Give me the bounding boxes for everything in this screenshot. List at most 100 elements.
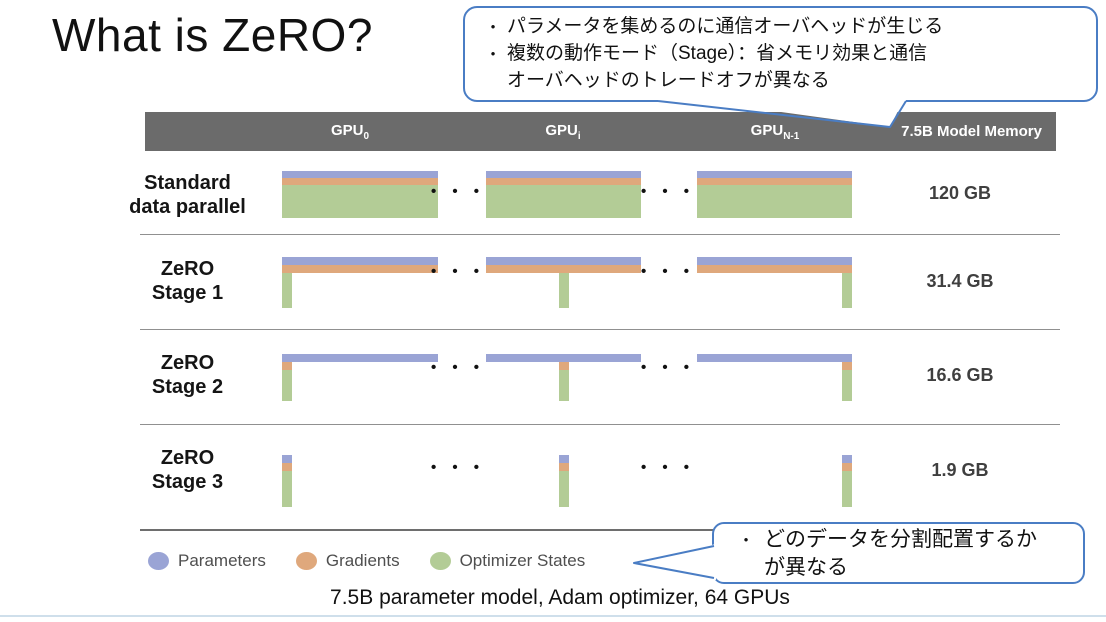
parameters-segment	[697, 354, 852, 362]
ellipsis: • • •	[640, 359, 696, 376]
callout-top-line-2: 複数の動作モード（Stage）：省メモリ効果と通信	[507, 43, 928, 64]
optimizer-states-segment	[697, 185, 852, 218]
row-separator	[140, 329, 1060, 330]
optimizer-states-segment	[282, 185, 438, 218]
gpu0-column-header: GPU0	[330, 122, 370, 142]
gradients-segment	[282, 265, 438, 273]
gradients-segment	[486, 265, 641, 273]
callout-top-line-3: オーバヘッドのトレードオフが異なる	[507, 70, 830, 91]
callout-bottom-line-1: どのデータを分割配置するか	[764, 528, 1037, 551]
gradients-segment	[558, 463, 569, 471]
table-bottom-separator	[140, 529, 1060, 531]
memory-bar-gpui	[486, 257, 641, 308]
memory-bar-gpun	[697, 354, 852, 402]
ellipsis: • • •	[640, 263, 696, 280]
row-separator	[140, 234, 1060, 235]
bullet-icon: •	[490, 19, 496, 34]
gradients-swatch-icon	[295, 552, 317, 570]
optimizer-states-segment	[282, 471, 292, 507]
optimizer-states-segment	[558, 273, 569, 308]
callout-bullet-2: • 複数の動作モード（Stage）：省メモリ効果と通信 オーバヘッドのトレードオ…	[479, 40, 1086, 94]
legend-label: Gradients	[325, 551, 400, 570]
row-separator	[140, 424, 1060, 425]
memory-column-header: 7.5B Model Memory	[901, 123, 1042, 140]
memory-bar-gpu0	[282, 354, 438, 402]
optimizer-states-segment	[558, 471, 569, 507]
bottom-divider	[0, 615, 1106, 617]
callout-bullet-1: • パラメータを集めるのに通信オーバヘッドが生じる	[479, 13, 1086, 40]
optimizer-states-segment	[558, 370, 569, 401]
parameters-segment	[282, 257, 438, 265]
memory-bar-gpun	[697, 257, 852, 308]
memory-value: 16.6 GB	[926, 365, 994, 385]
callout-communication-overhead: • パラメータを集めるのに通信オーバヘッドが生じる • 複数の動作モード（Sta…	[463, 6, 1098, 102]
gpui-column-header: GPUi	[545, 122, 581, 142]
optimizer-states-segment	[842, 370, 852, 401]
gradients-segment	[558, 362, 569, 370]
gpun-column-header: GPUN-1	[750, 122, 800, 142]
bullet-icon: •	[743, 532, 749, 547]
parameters-segment	[486, 171, 641, 178]
legend-label: Parameters	[178, 551, 266, 570]
optimizer-states-segment	[282, 273, 292, 308]
parameters-segment	[697, 257, 852, 265]
parameters-segment	[282, 354, 438, 362]
memory-value: 1.9 GB	[931, 460, 989, 480]
gradients-segment	[697, 265, 852, 273]
optimizer-states-segment	[282, 370, 292, 401]
ellipsis: • • •	[430, 183, 486, 200]
memory-bar-gpu0	[282, 455, 438, 507]
gradients-segment	[842, 362, 852, 370]
parameters-segment	[558, 455, 569, 463]
memory-bar-gpu0	[282, 257, 438, 308]
parameters-segment	[282, 455, 292, 463]
ellipsis: • • •	[430, 359, 486, 376]
memory-value: 120 GB	[928, 183, 992, 203]
bullet-icon: •	[490, 46, 496, 61]
memory-value: 31.4 GB	[926, 271, 994, 291]
ellipsis: • • •	[430, 459, 486, 476]
table-header: GPU0 GPUi GPUN-1 7.5B Model Memory	[145, 112, 1056, 151]
gradients-segment	[282, 463, 292, 471]
legend-item-gradients: Gradients	[295, 551, 400, 571]
optimizer-states-segment	[842, 273, 852, 308]
memory-bar-gpun	[697, 455, 852, 507]
callout-bullet: • どのデータを分割配置するか が異なる	[728, 526, 1075, 582]
optimizer-states-segment	[842, 471, 852, 507]
gradients-segment	[282, 362, 292, 370]
callout-partitioning-difference: • どのデータを分割配置するか が異なる	[712, 522, 1085, 584]
gradients-segment	[282, 178, 438, 185]
parameters-segment	[697, 171, 852, 178]
ellipsis: • • •	[640, 459, 696, 476]
memory-bar-gpui	[486, 455, 641, 507]
legend-item-optimizer-states: Optimizer States	[429, 551, 586, 571]
gradients-segment	[486, 178, 641, 185]
parameters-swatch-icon	[148, 552, 169, 570]
legend-item-parameters: Parameters	[148, 551, 266, 571]
memory-bar-gpu0	[282, 171, 438, 218]
legend: Parameters Gradients Optimizer States	[148, 551, 585, 571]
parameters-segment	[842, 455, 852, 463]
gradients-segment	[697, 178, 852, 185]
optimizer-states-swatch-icon	[429, 552, 451, 570]
figure-caption: 7.5B parameter model, Adam optimizer, 64…	[330, 586, 790, 609]
optimizer-states-segment	[486, 185, 641, 218]
ellipsis: • • •	[640, 183, 696, 200]
callout-top-line-1: パラメータを集めるのに通信オーバヘッドが生じる	[507, 16, 944, 37]
parameters-segment	[486, 257, 641, 265]
parameters-segment	[486, 354, 641, 362]
ellipsis: • • •	[430, 263, 486, 280]
parameters-segment	[282, 171, 438, 178]
callout-bottom-line-2: が異なる	[764, 556, 848, 579]
legend-label: Optimizer States	[459, 551, 586, 570]
page-title: What is ZeRO?	[52, 9, 373, 61]
memory-bar-gpun	[697, 171, 852, 218]
